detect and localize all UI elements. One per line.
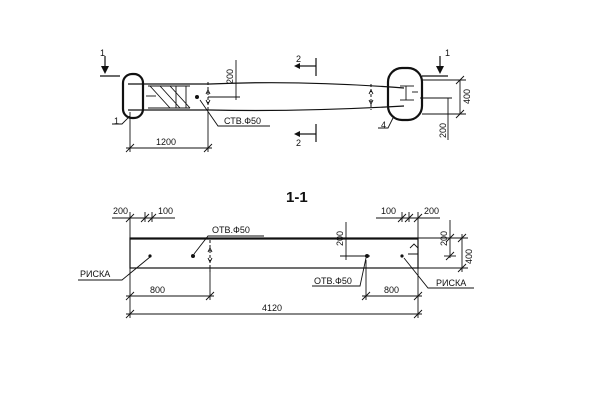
section-mark-left-label: 1: [100, 48, 105, 58]
callout-right: 4: [378, 115, 395, 130]
hole-leader-side-top: ОТВ.Ф50: [193, 225, 264, 255]
right-reinforcement: [400, 85, 418, 101]
right-end-detail: [408, 243, 419, 255]
callout-right-label: 4: [381, 120, 386, 130]
risk-leader-right: РИСКА: [403, 257, 474, 289]
dim-1200-label: 1200: [156, 137, 176, 147]
side-axis-ticks: [207, 246, 213, 264]
dim-total-label: 4120: [262, 303, 282, 313]
dim-200-left-label: 200: [113, 206, 128, 216]
beam-outline-top: [128, 82, 405, 112]
dim-top-left: 200 100: [112, 206, 175, 240]
dim-200-right-bottom: 200: [420, 97, 452, 140]
side-risk-marker-right: [400, 254, 404, 258]
risk-label-left: РИСКА: [80, 269, 110, 279]
dim-top-right: 100 200: [376, 206, 440, 240]
section-mark-right: 1: [422, 48, 450, 77]
axis-ticks-1: [205, 88, 211, 106]
dim-200-side-vert: 200: [335, 222, 370, 260]
section-cut-bottom-label: 2: [296, 138, 301, 148]
dim-200-vert-label: 200: [335, 231, 345, 246]
section-cut-bottom: 2: [294, 124, 317, 148]
dim-200-right-vert-label: 200: [439, 231, 449, 246]
right-end-cap: [386, 66, 424, 122]
section-mark-left: 1: [100, 48, 120, 77]
dim-800-left-label: 800: [150, 285, 165, 295]
risk-label-right: РИСКА: [436, 278, 466, 288]
hole-label-side-bottom: ОТВ.Ф50: [314, 276, 352, 286]
dim-1200: 1200: [125, 112, 213, 153]
dim-400-right: 400: [422, 75, 472, 119]
dim-100-right-label: 100: [381, 206, 396, 216]
dim-total: 4120: [125, 303, 423, 319]
side-hole-marker-1: [191, 254, 195, 258]
risk-leader-left: РИСКА: [78, 256, 151, 281]
section-title: 1-1: [286, 189, 308, 206]
dim-800-right: 800: [361, 260, 423, 318]
dim-200-right-label: 200: [424, 206, 439, 216]
hole-label-top: СТВ.Ф50: [224, 116, 261, 126]
dim-100-left-label: 100: [158, 206, 173, 216]
left-end-cap: [121, 72, 145, 120]
axis-ticks-2: [368, 88, 374, 106]
left-reinforcement: [146, 85, 191, 109]
hole-label-side-top: ОТВ.Ф50: [212, 225, 250, 235]
callout-left-label: 1: [114, 116, 119, 126]
hole-leader-side-bottom: ОТВ.Ф50: [312, 257, 367, 287]
hole-marker-top: [195, 95, 199, 99]
dim-400-right-label: 400: [464, 249, 474, 264]
dim-400-label: 400: [462, 89, 472, 104]
hole-leader-top: СТВ.Ф50: [199, 99, 270, 127]
section-cut-top: 2: [294, 54, 317, 76]
dim-200-a-label: 200: [225, 69, 235, 84]
section-mark-right-label: 1: [445, 48, 450, 58]
beam-body-side: [129, 237, 419, 269]
dim-200-top: 200: [208, 60, 240, 100]
dim-200-b-label: 200: [438, 123, 448, 138]
dim-800-left: 800: [125, 268, 215, 318]
callout-left: 1: [112, 115, 131, 126]
section-cut-top-label: 2: [296, 54, 301, 64]
dim-side-right-vert: 200 400: [418, 220, 474, 273]
dim-800-right-label: 800: [384, 285, 399, 295]
top-view: 1 1 2 2 200: [100, 48, 472, 153]
side-view: 200 100 100 200 ОТВ.Ф50 200: [78, 206, 474, 319]
side-risk-marker-left: [148, 254, 152, 258]
